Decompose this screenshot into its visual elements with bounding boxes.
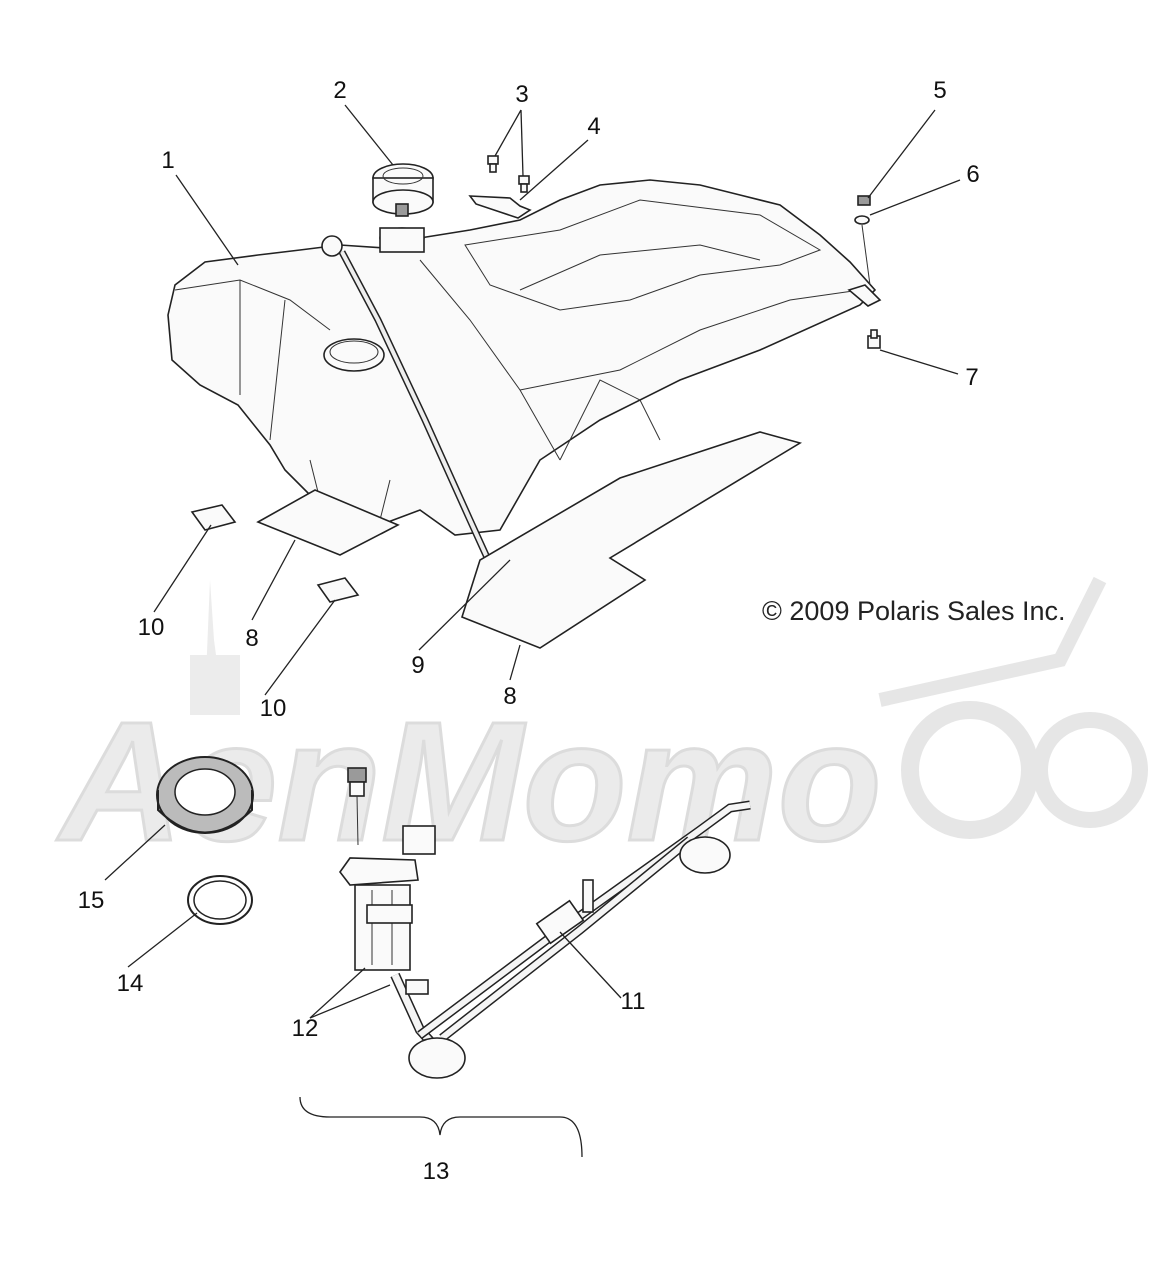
callout-7: 7 — [965, 364, 978, 391]
callout-10-lower: 10 — [260, 695, 287, 722]
watermark: AenMomo — [55, 576, 1148, 879]
bumper-1 — [190, 504, 237, 531]
lock-ring — [156, 756, 254, 834]
bumper-2 — [316, 577, 360, 603]
gasket — [187, 875, 253, 925]
callout-10-upper: 10 — [138, 614, 165, 641]
callout-11: 11 — [621, 988, 646, 1015]
callout-9: 9 — [411, 652, 424, 679]
hardware — [854, 195, 881, 349]
callout-14: 14 — [117, 970, 144, 997]
callout-13: 13 — [423, 1158, 450, 1185]
leader-lines — [104, 104, 961, 1158]
vent-hose — [338, 250, 499, 577]
callout-8-upper: 8 — [245, 625, 258, 652]
callout-3: 3 — [515, 81, 528, 108]
copyright-text: © 2009 Polaris Sales Inc. — [762, 596, 1066, 626]
pad-small — [256, 489, 400, 556]
fuel-cap — [372, 163, 434, 217]
callout-12: 12 — [292, 1015, 319, 1042]
fuel-pump-assembly — [339, 767, 751, 1079]
callout-6: 6 — [966, 161, 979, 188]
callout-1: 1 — [161, 147, 174, 174]
callout-15: 15 — [78, 887, 105, 914]
callout-labels: 1 2 3 4 5 6 7 8 8 9 10 10 11 12 13 14 15 — [78, 77, 980, 1185]
pad-large — [461, 431, 803, 649]
callout-2: 2 — [333, 77, 346, 104]
bracket — [468, 195, 532, 219]
callout-5: 5 — [933, 77, 946, 104]
callout-4: 4 — [587, 113, 600, 140]
screws — [487, 155, 530, 193]
callout-8-lower: 8 — [503, 683, 516, 710]
fuel-tank — [167, 179, 882, 536]
